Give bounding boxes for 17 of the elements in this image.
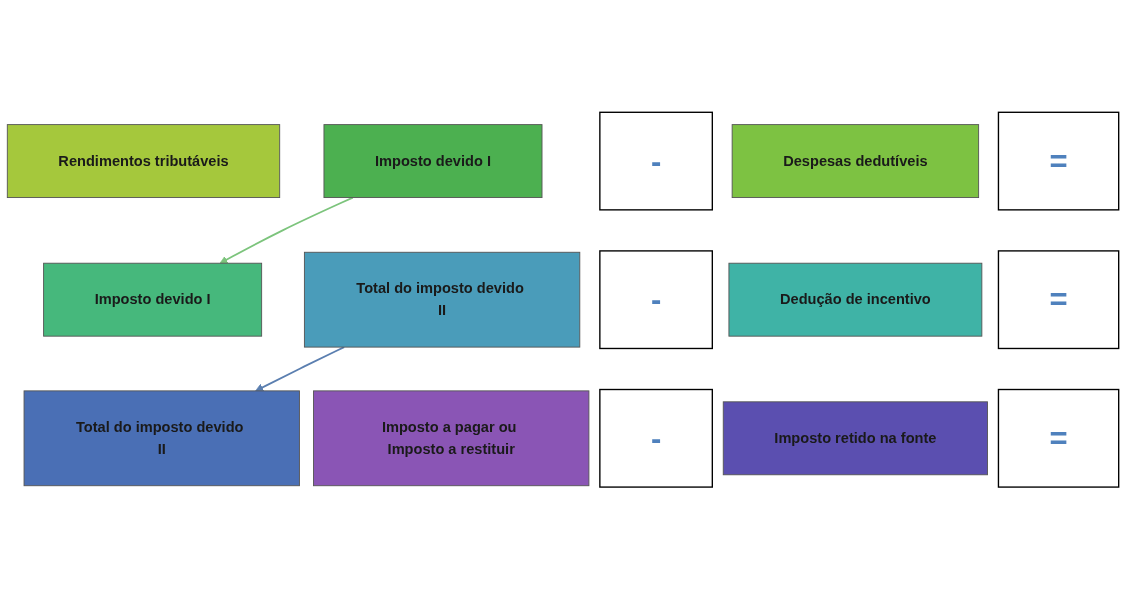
- node-box: -: [599, 250, 713, 349]
- node-box: =: [997, 388, 1120, 488]
- node-box: -: [599, 111, 713, 211]
- node-box: -: [599, 388, 713, 488]
- arrow: [255, 346, 346, 392]
- node-box: Imposto devido I: [43, 262, 263, 337]
- node-box: Imposto devido I: [323, 123, 543, 198]
- node-box: Total do imposto devido II: [303, 251, 581, 348]
- node-box: Imposto retido na fonte: [722, 401, 988, 476]
- arrow: [219, 196, 354, 264]
- node-box: Dedução de incentivo: [728, 262, 983, 337]
- node-box: Imposto a pagar ou Imposto a restituir: [313, 390, 590, 486]
- node-box: Despesas dedutíveis: [731, 123, 980, 198]
- node-box: Rendimentos tributáveis: [6, 123, 281, 198]
- node-box: =: [997, 250, 1120, 349]
- node-box: =: [997, 111, 1120, 211]
- node-box: Total do imposto devido II: [23, 390, 300, 486]
